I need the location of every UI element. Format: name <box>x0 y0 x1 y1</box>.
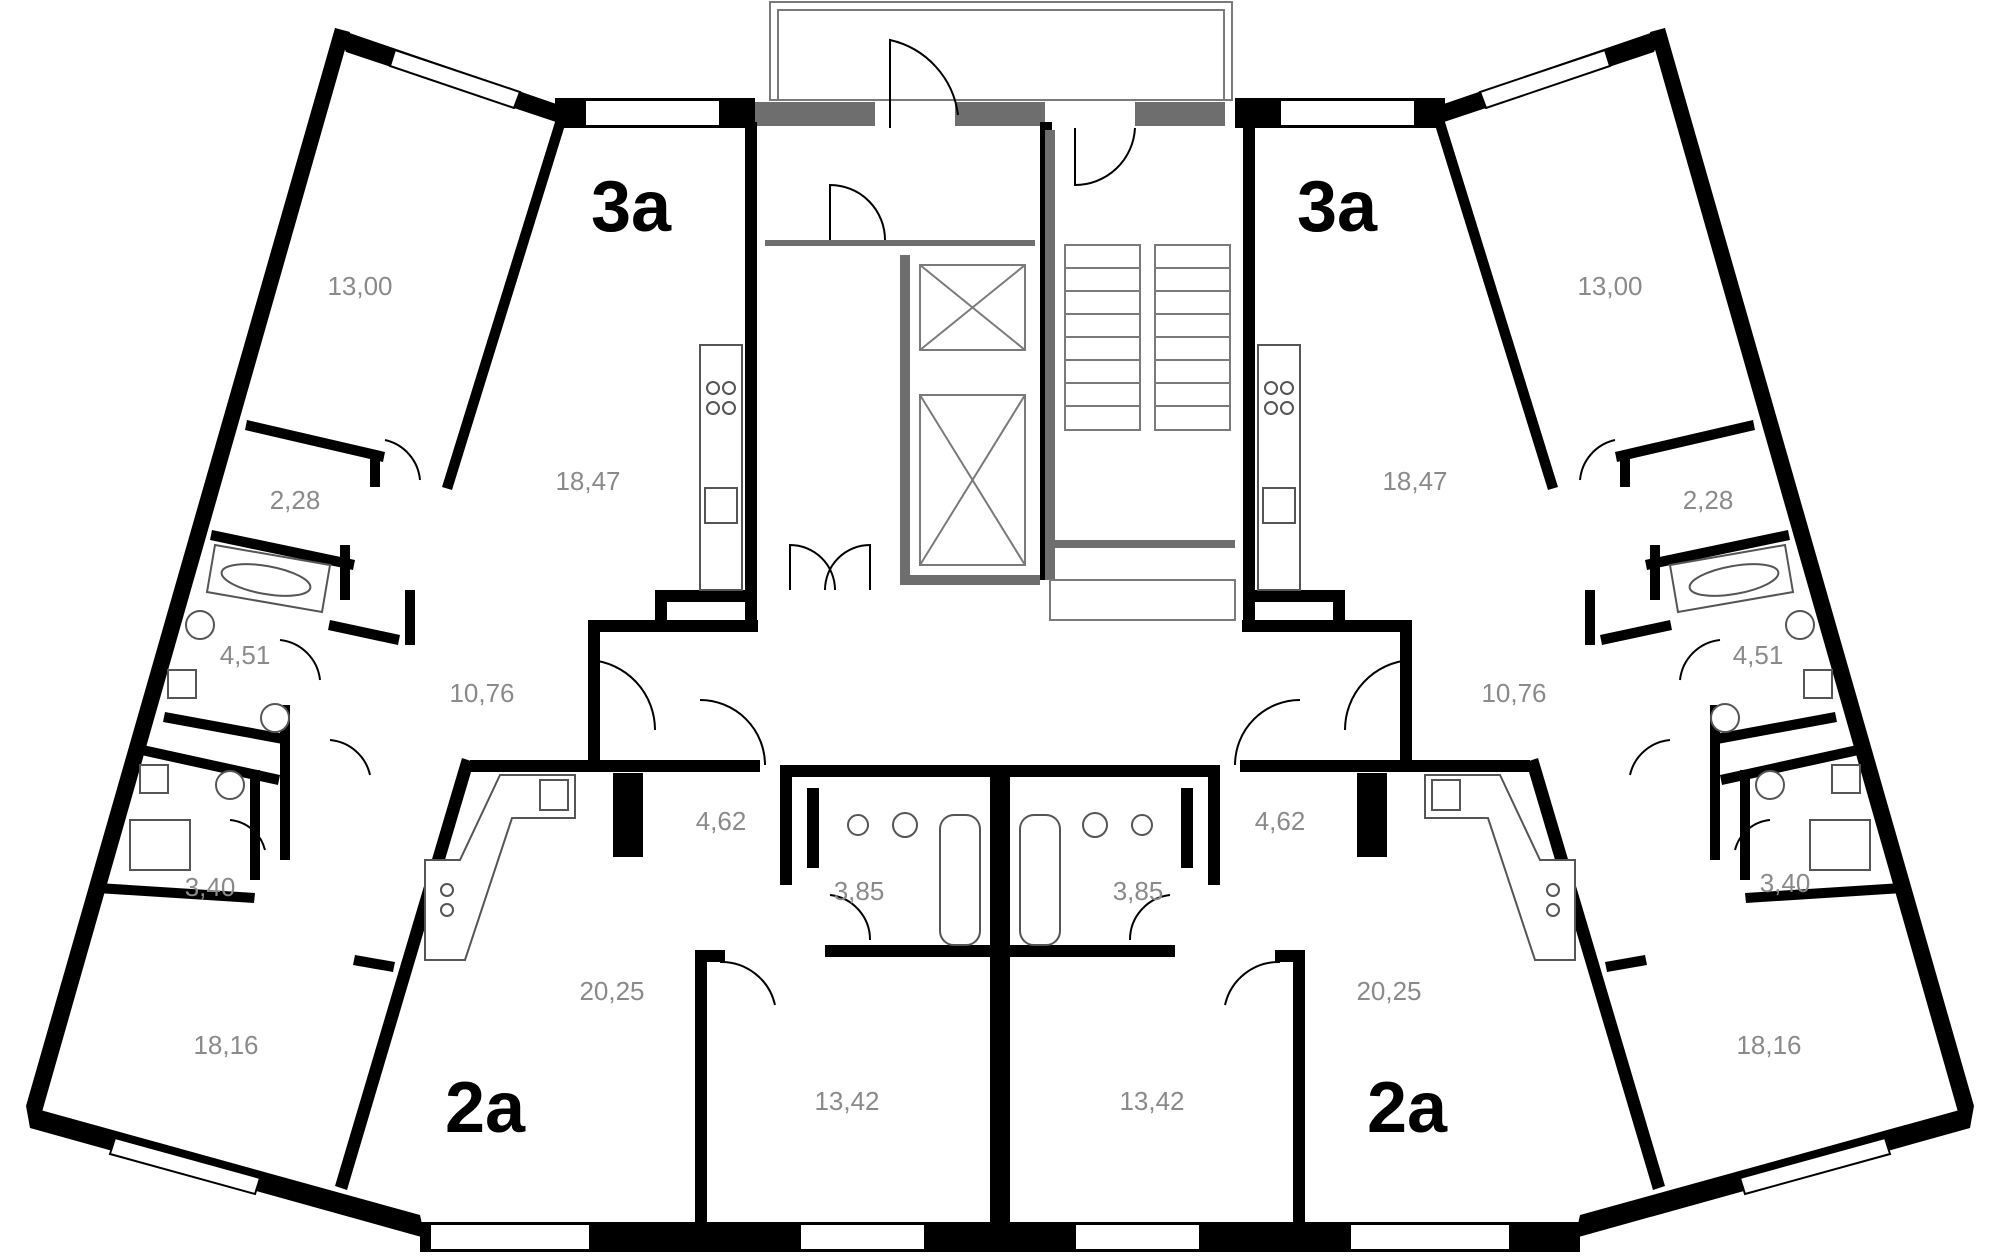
room-area-label: 18,16 <box>193 1030 258 1060</box>
elevator-2 <box>919 394 1026 566</box>
staircase <box>1064 244 1231 431</box>
room-area-label: 4,51 <box>1733 640 1784 670</box>
room-area-label: 4,51 <box>220 640 271 670</box>
room-area-label: 3,85 <box>1113 876 1164 906</box>
elevator-1 <box>919 264 1026 351</box>
windows <box>108 48 1892 1251</box>
room-area-label: 18,47 <box>555 466 620 496</box>
apt-label-3a-left: 3а <box>591 167 672 247</box>
room-area-label: 13,00 <box>1577 271 1642 301</box>
room-area-label: 4,62 <box>696 806 747 836</box>
room-area-label: 18,16 <box>1736 1030 1801 1060</box>
central-core <box>765 38 1236 621</box>
interior-walls-right <box>998 122 1903 1225</box>
room-area-label: 18,47 <box>1382 466 1447 496</box>
room-area-label: 20,25 <box>579 976 644 1006</box>
apt-label-3a-right: 3а <box>1297 167 1378 247</box>
balcony <box>769 1 1233 101</box>
room-area-label: 20,25 <box>1356 976 1421 1006</box>
room-area-label: 2,28 <box>1683 485 1734 515</box>
apt-label-2a-right: 2а <box>1367 1068 1448 1148</box>
room-area-label: 3,40 <box>185 872 236 902</box>
room-area-label: 10,76 <box>1481 678 1546 708</box>
room-area-label: 3,85 <box>834 876 885 906</box>
apt-label-2a-left: 2а <box>445 1068 526 1148</box>
room-area-label: 3,40 <box>1760 868 1811 898</box>
fixtures <box>129 344 1871 961</box>
doors <box>229 439 1771 1006</box>
room-area-label: 13,42 <box>1119 1086 1184 1116</box>
room-area-label: 13,00 <box>327 271 392 301</box>
room-area-label: 10,76 <box>449 678 514 708</box>
room-area-label: 4,62 <box>1255 806 1306 836</box>
room-area-label: 13,42 <box>814 1086 879 1116</box>
room-area-label: 2,28 <box>270 485 321 515</box>
